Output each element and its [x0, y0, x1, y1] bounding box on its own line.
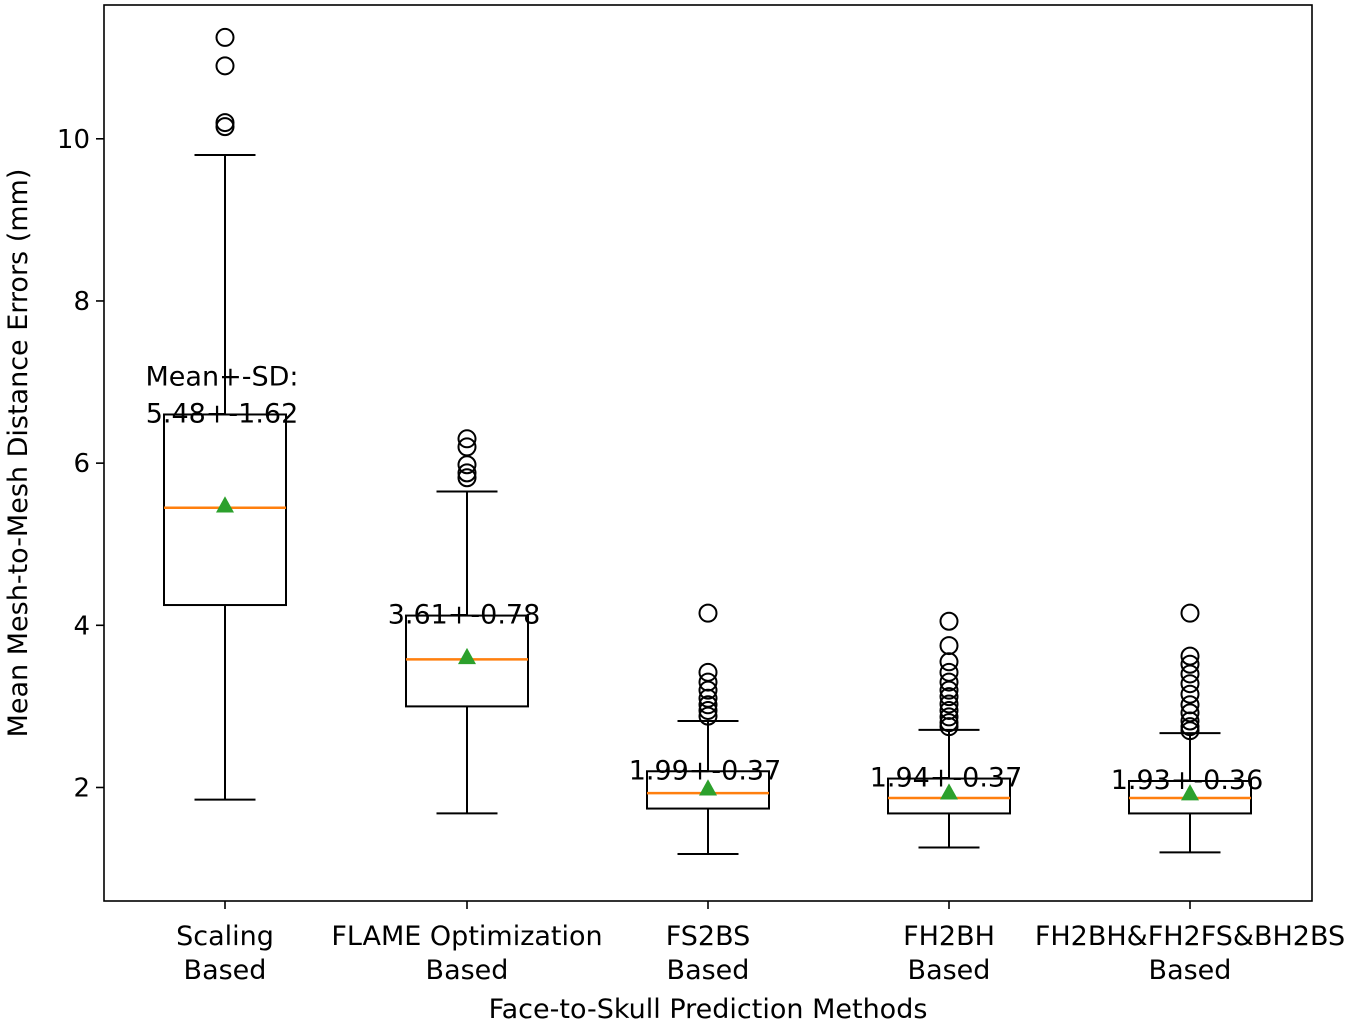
outlier-point [457, 468, 477, 488]
outlier-point [457, 429, 477, 449]
outlier-point [939, 611, 959, 631]
x-tick-label: Based [426, 955, 509, 986]
mean-marker [458, 647, 476, 665]
x-tick-label: FLAME Optimization [331, 921, 602, 952]
mean-sd-annotation: 1.93+-0.36 [1111, 765, 1264, 796]
y-tick-label: 6 [73, 449, 90, 479]
y-tick-label: 8 [73, 287, 90, 317]
x-tick-label: FS2BS [666, 921, 751, 952]
x-tick-label: Based [184, 955, 267, 986]
outlier-point [939, 694, 959, 714]
y-axis-title: Mean Mesh-to-Mesh Distance Errors (mm) [3, 169, 34, 738]
outlier-point [939, 713, 959, 733]
y-tick-label: 10 [57, 125, 90, 155]
x-tick-label: Based [1149, 955, 1232, 986]
mean-marker [216, 496, 234, 513]
outlier-point [215, 117, 235, 137]
outlier-point [1180, 703, 1200, 723]
x-tick-label: FH2BH&FH2FS&BH2BS [1035, 921, 1345, 952]
outlier-point [1180, 654, 1200, 674]
outlier-point [939, 662, 959, 682]
x-tick-label: Scaling [176, 921, 274, 952]
mean-marker [1181, 784, 1199, 801]
outlier-point [698, 700, 718, 720]
mean-sd-annotation: 1.99+-0.37 [629, 755, 782, 786]
outlier-point [1180, 717, 1200, 737]
boxes-layer: Mean+-SD: 5.48+-1.62 3.61+-0.78 1.99+-0.37 1… [146, 27, 1264, 855]
outlier-point [1180, 646, 1200, 666]
outlier-point [1180, 664, 1200, 684]
iqr-box [405, 614, 529, 708]
outlier-point [215, 56, 235, 76]
x-tick-label: Based [908, 955, 991, 986]
iqr-box [646, 770, 770, 810]
outlier-point [457, 463, 477, 483]
mean-marker [940, 783, 958, 800]
outlier-point [939, 636, 959, 656]
outlier-point [1180, 674, 1200, 694]
iqr-box [887, 777, 1011, 815]
mean-sd-annotation: 1.94+-0.37 [870, 763, 1023, 794]
outlier-point [698, 695, 718, 715]
mean-sd-annotation: Mean+-SD: [146, 361, 299, 392]
outlier-point [215, 113, 235, 133]
outlier-point [698, 662, 718, 682]
outlier-point [457, 437, 477, 457]
iqr-box [163, 413, 287, 607]
mean-sd-annotation: 5.48+-1.62 [146, 398, 299, 429]
y-tick-label: 2 [73, 773, 90, 803]
outlier-point [1180, 695, 1200, 715]
x-tick-label: FH2BH [903, 921, 995, 952]
outlier-point [939, 700, 959, 720]
outlier-point [215, 27, 235, 47]
outlier-point [698, 603, 718, 623]
y-axis: 2 4 6 8 10 [57, 125, 104, 803]
outlier-point [939, 707, 959, 727]
outlier-point [939, 652, 959, 672]
x-axis-title: Face-to-Skull Prediction Methods [489, 994, 928, 1025]
mean-marker [699, 779, 717, 796]
x-tick-label: Based [667, 955, 750, 986]
outlier-point [1180, 603, 1200, 623]
y-tick-label: 4 [73, 611, 90, 641]
mean-sd-annotation: 3.61+-0.78 [388, 600, 541, 631]
outlier-point [698, 672, 718, 692]
outlier-point [939, 687, 959, 707]
outlier-point [939, 672, 959, 692]
outlier-point [1180, 684, 1200, 704]
